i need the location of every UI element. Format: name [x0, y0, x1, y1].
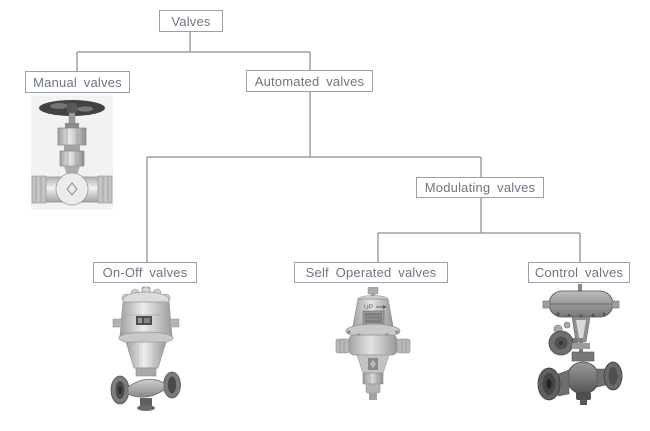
gland-nut [59, 150, 85, 167]
up-marking: UP [364, 304, 373, 311]
positioner [548, 321, 590, 356]
node-control-valves: Control valves [528, 262, 630, 283]
on-off-valve-photo [108, 286, 184, 412]
node-manual-valves: Manual valves [25, 71, 130, 93]
control-valve-photo [536, 284, 624, 406]
globe-body [537, 351, 623, 405]
node-on-off-valves: On-Off valves [93, 262, 197, 283]
node-modulating-valves: Modulating valves [416, 177, 544, 198]
flanged-body [110, 371, 181, 411]
pneumatic-actuator [112, 286, 180, 337]
handwheel-icon [39, 100, 105, 116]
diaphragm-actuator [542, 284, 620, 318]
node-self-operated-valves-label: Self Operated valves [305, 265, 437, 280]
node-modulating-valves-label: Modulating valves [424, 180, 536, 195]
node-automated-valves-label: Automated valves [254, 73, 365, 89]
spring-dome: UP [352, 287, 394, 327]
node-valves: Valves [159, 10, 223, 32]
brand-diamond-icon [66, 182, 78, 196]
node-control-valves-label: Control valves [534, 265, 624, 280]
valve-body [335, 334, 411, 400]
node-automated-valves: Automated valves [246, 70, 373, 92]
node-self-operated-valves: Self Operated valves [294, 262, 448, 283]
node-valves-label: Valves [171, 13, 211, 29]
valve-body [31, 172, 113, 206]
self-operated-valve-photo: UP [335, 287, 411, 403]
node-on-off-valves-label: On-Off valves [102, 265, 188, 280]
connector-group [76, 32, 581, 263]
packing-nut [57, 127, 87, 146]
manual-valve-photo [31, 95, 113, 210]
node-manual-valves-label: Manual valves [33, 74, 122, 90]
